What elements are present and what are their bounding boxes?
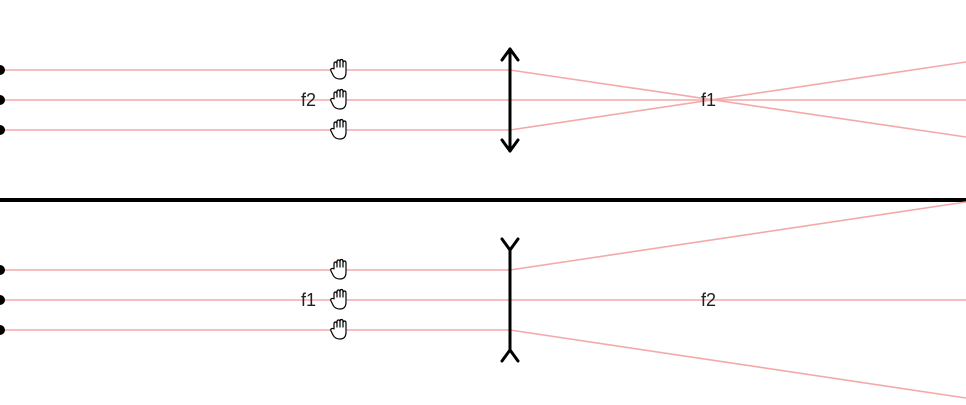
refracted-ray-bottom xyxy=(509,329,966,399)
hand-grab-icon[interactable] xyxy=(330,258,347,280)
focal-label-right: f2 xyxy=(701,290,716,310)
refracted-ray-top xyxy=(509,201,966,271)
ray-source-dot[interactable] xyxy=(0,265,5,275)
lens-fork-bottom xyxy=(500,348,520,363)
lens-arrow-head-top xyxy=(500,47,520,62)
hand-grab-icon[interactable] xyxy=(330,58,347,80)
incoming-rays xyxy=(0,69,510,131)
lens-arrow-head-bottom xyxy=(500,138,520,153)
incoming-rays xyxy=(0,269,510,331)
ray-source-dot[interactable] xyxy=(0,95,5,105)
hand-grab-icon[interactable] xyxy=(330,88,347,110)
ray-source-dot[interactable] xyxy=(0,325,5,335)
refracted-rays xyxy=(509,61,966,138)
ray-source-dot[interactable] xyxy=(0,65,5,75)
refracted-ray-top xyxy=(509,69,966,138)
refracted-ray-bottom xyxy=(509,61,966,131)
converging-lens[interactable] xyxy=(500,47,520,153)
focal-label-left: f1 xyxy=(301,290,316,310)
drag-handles xyxy=(330,58,347,140)
ray-sources xyxy=(0,265,5,335)
hand-grab-icon[interactable] xyxy=(330,318,347,340)
lens-fork-top xyxy=(500,237,520,252)
focal-label-left: f2 xyxy=(301,90,316,110)
ray-source-dot[interactable] xyxy=(0,125,5,135)
focal-label-right: f1 xyxy=(701,90,716,110)
diverging-lens-panel: f1 f2 xyxy=(0,201,966,399)
ray-sources xyxy=(0,65,5,135)
hand-grab-icon[interactable] xyxy=(330,288,347,310)
hand-grab-icon[interactable] xyxy=(330,118,347,140)
drag-handles xyxy=(330,258,347,340)
diverging-lens[interactable] xyxy=(500,237,520,363)
ray-source-dot[interactable] xyxy=(0,295,5,305)
refracted-rays xyxy=(509,201,966,399)
converging-lens-panel: f2 f1 xyxy=(0,47,966,153)
